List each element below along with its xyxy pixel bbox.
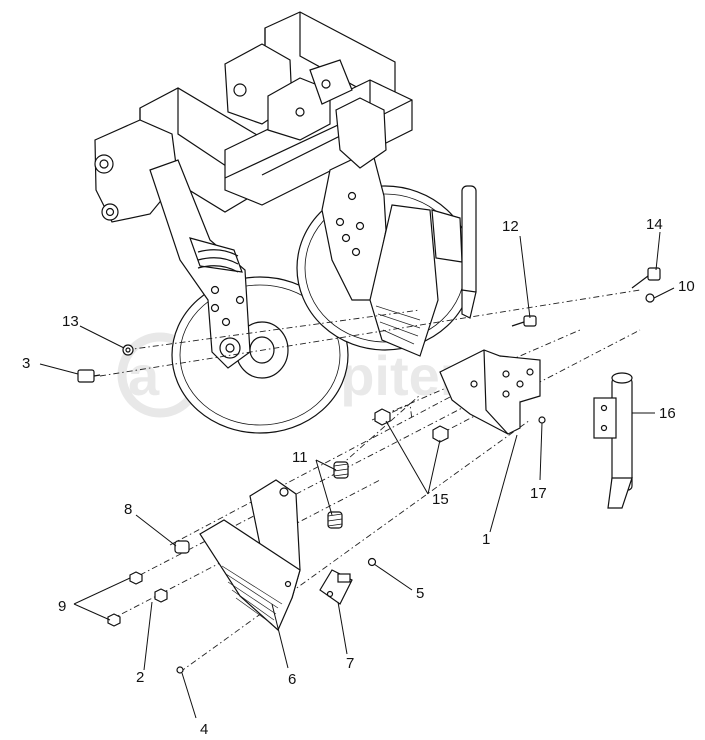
right-row-unit [296, 97, 477, 357]
callout-17: 17 [530, 485, 547, 502]
callout-1: 1 [482, 531, 490, 548]
right-boot-hatch [375, 305, 421, 345]
callout-8: 8 [124, 501, 132, 518]
boot-hatch [221, 565, 283, 625]
callout-labels: 1 2 3 4 5 6 7 8 9 10 11 12 13 14 15 16 1… [22, 216, 695, 738]
left-spring [197, 249, 239, 273]
callout-16: 16 [659, 405, 676, 422]
fasteners [77, 267, 661, 674]
left-row-unit [149, 159, 349, 434]
callout-14: 14 [646, 216, 663, 233]
callout-15: 15 [432, 491, 449, 508]
callout-10: 10 [678, 278, 695, 295]
callout-11: 11 [292, 449, 308, 466]
part-7-clip [319, 569, 353, 605]
callout-12: 12 [502, 218, 519, 235]
part-1-bracket [439, 349, 541, 435]
leader-lines [39, 231, 675, 719]
spring-11-lower [327, 511, 343, 529]
spring-11-upper [333, 461, 349, 479]
callout-4: 4 [200, 721, 208, 738]
callout-9: 9 [58, 598, 66, 615]
callout-7: 7 [346, 655, 354, 672]
part-16-tube [593, 372, 633, 509]
callout-5: 5 [416, 585, 424, 602]
planter-frame [94, 11, 413, 223]
callout-2: 2 [136, 669, 144, 686]
callout-6: 6 [288, 671, 296, 688]
watermark-a-glyph: a [128, 344, 160, 407]
callout-13: 13 [62, 313, 79, 330]
part-6-boot [199, 479, 301, 631]
callout-3: 3 [22, 355, 30, 372]
